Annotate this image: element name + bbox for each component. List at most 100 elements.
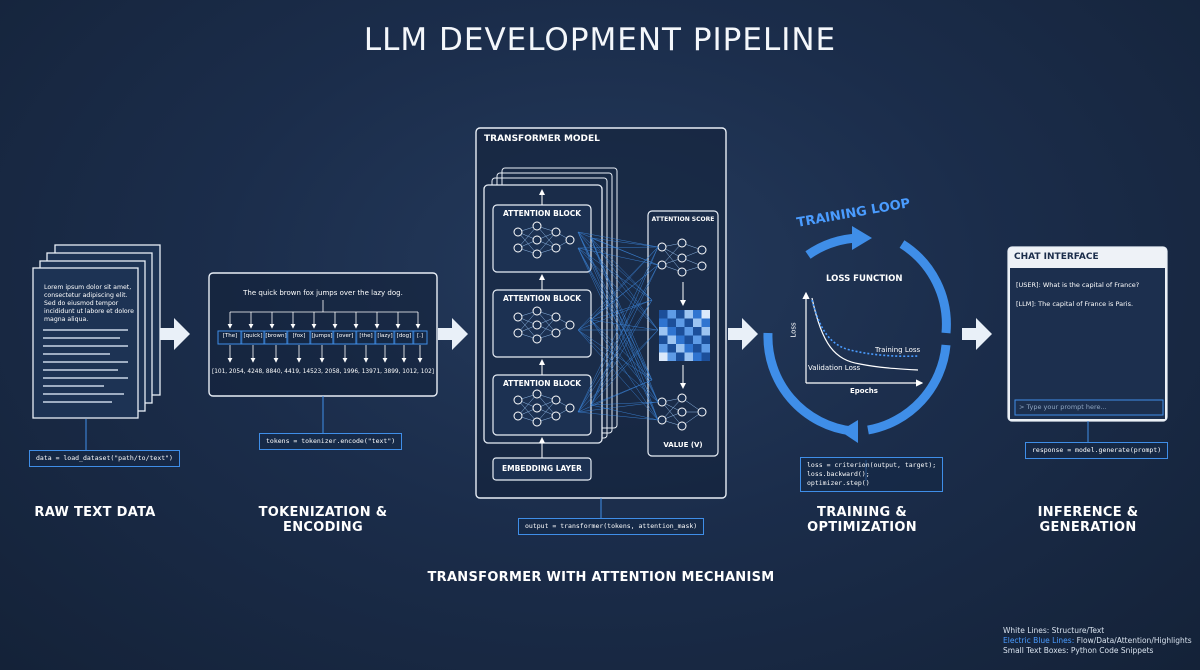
attention-line	[577, 299, 653, 413]
page-title: LLM DEVELOPMENT PIPELINE	[363, 22, 837, 58]
heatmap-cell	[659, 352, 668, 361]
validation-loss-curve	[811, 299, 919, 358]
training-loop-arrowheads	[840, 226, 872, 443]
heatmap-cell	[659, 318, 668, 327]
token-ids: [101, 2054, 4248, 8840, 4419, 14523, 205…	[211, 369, 435, 375]
legend-structure: White Lines: Structure/Text	[1003, 626, 1105, 635]
heatmap-cell	[667, 335, 676, 344]
stage-label-raw: RAW TEXT DATA	[34, 505, 156, 520]
legend-flow-desc: Flow/Data/Attention/Highlights	[1074, 636, 1192, 645]
attention-line	[577, 231, 659, 266]
attention-line	[590, 237, 653, 381]
attention-line	[577, 247, 653, 301]
heatmap-cell	[667, 327, 676, 336]
attention-line	[577, 264, 659, 331]
legend-code: Small Text Boxes: Python Code Snippets	[1003, 646, 1154, 655]
attention-score-label: ATTENTION SCORE	[651, 216, 715, 223]
attention-line	[577, 401, 659, 413]
token-box: [jumps]	[311, 333, 333, 339]
heatmap-cell	[684, 335, 693, 344]
heatmap-cell	[667, 310, 676, 319]
token-box: [lazy]	[377, 333, 393, 339]
attention-line	[590, 237, 659, 421]
validation-loss-label: Validation Loss	[808, 364, 861, 372]
value-net	[657, 393, 707, 431]
stage-label-transformer: TRANSFORMER WITH ATTENTION MECHANISM	[427, 570, 775, 585]
heatmap-cell	[667, 352, 676, 361]
attention-block-label: ATTENTION BLOCK	[502, 379, 582, 388]
attention-line	[577, 329, 659, 403]
transformer-code-snippet: output = transformer(tokens, attention_m…	[518, 518, 705, 535]
attention-line	[577, 264, 659, 413]
legend-flow: Electric Blue Lines: Flow/Data/Attention…	[1003, 636, 1192, 646]
attention-line	[590, 299, 653, 406]
training-loss-label: Training Loss	[875, 346, 921, 354]
attention-score-net	[657, 238, 707, 277]
heatmap-cell	[701, 344, 710, 353]
transformer-panel-title: TRANSFORMER MODEL	[484, 134, 600, 144]
attention-line	[577, 247, 659, 266]
attention-line	[577, 231, 659, 331]
heatmap-cell	[701, 327, 710, 336]
heatmap-cell	[684, 352, 693, 361]
attention-line	[577, 299, 653, 331]
value-label: VALUE (V)	[663, 441, 703, 449]
heatmap-cell	[701, 352, 710, 361]
stage-label-tokenization: TOKENIZATION & ENCODING	[258, 505, 388, 535]
heatmap-cell	[684, 327, 693, 336]
token-boxes	[217, 330, 428, 345]
attention-line	[590, 299, 653, 321]
neural-net-icon	[513, 221, 575, 259]
attention-line	[590, 237, 653, 301]
stage-label-training: TRAINING & OPTIMIZATION	[807, 505, 917, 535]
legend: White Lines: Structure/Text Electric Blu…	[1003, 626, 1192, 656]
token-box: [over]	[336, 333, 354, 339]
attention-line	[590, 246, 659, 321]
training-loss-curve	[811, 297, 919, 371]
loss-chart-axes	[802, 291, 924, 387]
heatmap-cell	[693, 327, 702, 336]
heatmap-cell	[676, 327, 685, 336]
attention-line	[577, 247, 653, 381]
token-list: [The] [quick] [brown] [fox] [jumps] [ove…	[218, 333, 428, 344]
chat-prompt-input[interactable]: > Type your prompt here...	[1019, 403, 1107, 411]
heatmap-cell	[667, 318, 676, 327]
attention-line	[577, 246, 659, 413]
attention-line	[590, 404, 659, 421]
heatmap-cell	[676, 344, 685, 353]
heatmap-cell	[701, 335, 710, 344]
token-split-lines	[227, 300, 421, 329]
heatmap-cell	[667, 344, 676, 353]
heatmap-cell	[701, 318, 710, 327]
attention-blocks	[492, 204, 592, 436]
attention-line	[590, 319, 659, 403]
heatmap-cell	[676, 352, 685, 361]
attention-line	[577, 231, 653, 301]
token-box: [quick]	[243, 333, 263, 339]
inference-code-snippet: response = model.generate(prompt)	[1025, 442, 1169, 459]
heatmap-cell	[693, 352, 702, 361]
attention-line	[577, 231, 659, 421]
attention-line	[577, 329, 659, 421]
token-box: [dog]	[396, 333, 412, 339]
token-sentence: The quick brown fox jumps over the lazy …	[243, 289, 403, 297]
chat-interface-title: CHAT INTERFACE	[1014, 252, 1099, 262]
heatmap-cell	[684, 344, 693, 353]
tokenize-code-snippet: tokens = tokenizer.encode("text")	[259, 433, 403, 450]
attention-line	[590, 237, 659, 248]
embedding-layer-label: EMBEDDING LAYER	[502, 464, 582, 473]
attention-line	[577, 411, 659, 421]
legend-flow-key: Electric Blue Lines:	[1003, 636, 1075, 645]
attention-line	[577, 231, 659, 403]
token-id-arrows	[227, 345, 423, 363]
token-box: [The]	[222, 333, 238, 339]
attention-line	[577, 329, 653, 381]
loss-axis-label: Loss	[789, 322, 798, 338]
attention-block-label: ATTENTION BLOCK	[502, 209, 582, 218]
attention-line	[577, 246, 659, 331]
chat-input-outline	[1014, 399, 1164, 416]
heatmap-cell	[676, 310, 685, 319]
chat-llm-message: [LLM]: The capital of France is Paris.	[1016, 300, 1134, 308]
training-code-snippet: loss = criterion(output, target); loss.b…	[800, 457, 944, 492]
